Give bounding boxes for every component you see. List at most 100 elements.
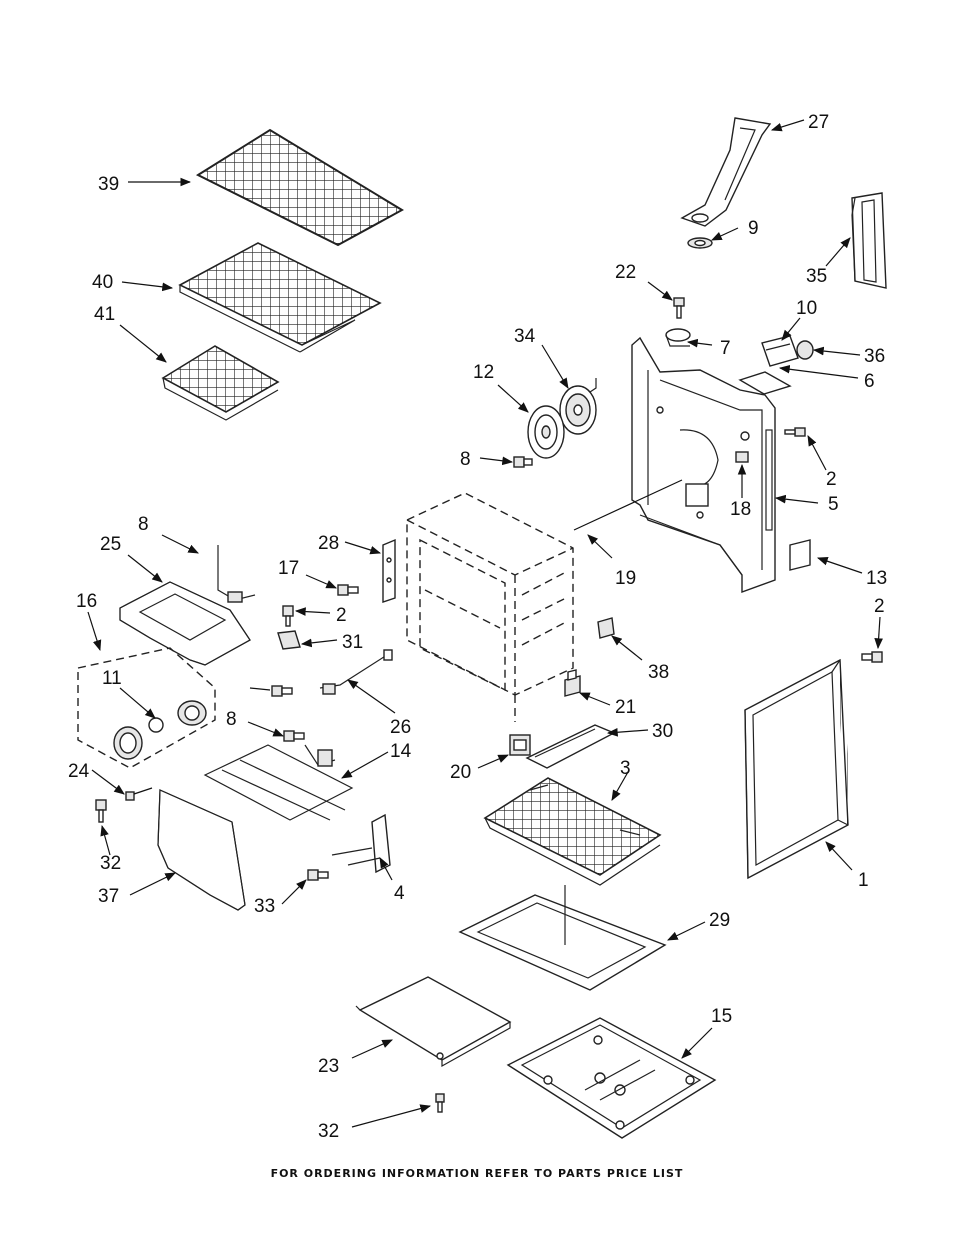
callout-34: 34 xyxy=(514,326,536,347)
leader-24 xyxy=(91,769,125,795)
broiler-rack-part xyxy=(483,777,662,886)
callout-31: 31 xyxy=(342,632,363,653)
leader-4 xyxy=(379,857,393,881)
oven-rack-part xyxy=(195,128,405,247)
clip-part xyxy=(597,617,615,639)
screw-part xyxy=(513,456,533,468)
callout-9: 9 xyxy=(748,218,759,239)
hinge-bracket-part xyxy=(382,538,396,603)
leader-19 xyxy=(587,534,613,559)
door-frame-part xyxy=(744,658,851,880)
callout-2a: 2 xyxy=(826,469,837,490)
leader-26 xyxy=(347,679,396,714)
broil-rack-part xyxy=(178,242,382,353)
callout-11: 11 xyxy=(102,668,122,689)
bracket-part xyxy=(789,539,811,571)
side-trim-part xyxy=(851,192,887,289)
leader-21 xyxy=(578,692,611,706)
burner-part xyxy=(525,724,616,769)
switch-assembly-part xyxy=(738,335,814,395)
leader-31 xyxy=(300,638,338,648)
leader-36 xyxy=(812,346,861,356)
screw-part xyxy=(861,651,883,663)
callout-4: 4 xyxy=(394,883,405,904)
leader-10 xyxy=(781,317,801,341)
screw-part xyxy=(95,799,107,823)
callout-8a: 8 xyxy=(460,449,471,470)
screw-part xyxy=(435,1093,445,1113)
light-kit-group xyxy=(77,647,216,769)
leader-41 xyxy=(119,324,167,363)
callout-7: 7 xyxy=(720,338,731,359)
leader-38 xyxy=(611,635,643,661)
leader-25 xyxy=(127,554,163,583)
leader-8-low xyxy=(249,687,271,691)
leader-8-top xyxy=(479,456,514,466)
screw-part xyxy=(283,730,305,742)
leader-40 xyxy=(121,281,174,292)
callout-30: 30 xyxy=(652,721,673,742)
leader-11 xyxy=(119,687,156,719)
callout-8c: 8 xyxy=(226,709,237,730)
callout-13: 13 xyxy=(866,568,887,589)
callout-38: 38 xyxy=(648,662,669,683)
callout-25: 25 xyxy=(100,534,121,555)
small-rack-part xyxy=(161,345,280,421)
callout-41: 41 xyxy=(94,304,115,325)
leader-14 xyxy=(341,751,389,779)
callout-1: 1 xyxy=(858,870,869,891)
leader-12 xyxy=(497,384,529,413)
igniter-bracket-part xyxy=(331,813,391,874)
callout-14: 14 xyxy=(390,741,412,762)
leader-34 xyxy=(541,344,569,389)
callout-12: 12 xyxy=(473,362,494,383)
leader-1 xyxy=(825,841,853,871)
callout-labels: 27 39 9 35 22 40 10 41 34 7 36 6 12 8 2 … xyxy=(68,112,887,1142)
callout-19: 19 xyxy=(615,568,636,589)
callout-36: 36 xyxy=(864,346,885,367)
callout-32a: 32 xyxy=(100,853,121,874)
door-gasket-part xyxy=(157,789,246,911)
callout-6: 6 xyxy=(864,371,875,392)
leader-19-link xyxy=(573,479,683,531)
callout-32b: 32 xyxy=(318,1121,339,1142)
screw-part xyxy=(337,584,359,596)
callout-39: 39 xyxy=(98,174,119,195)
callout-35: 35 xyxy=(806,266,827,287)
leader-35 xyxy=(825,237,851,267)
leader-lines xyxy=(87,119,883,1128)
callout-8b: 8 xyxy=(138,514,149,535)
callout-23: 23 xyxy=(318,1056,339,1077)
leader-13 xyxy=(816,557,863,574)
screw-part xyxy=(784,427,806,437)
leader-27 xyxy=(770,119,805,132)
broiler-pan-part xyxy=(458,885,667,991)
oven-cavity-part xyxy=(406,492,574,722)
callout-33: 33 xyxy=(254,896,275,917)
screw-part xyxy=(125,791,135,801)
leader-8-mid xyxy=(247,721,285,737)
leader-9 xyxy=(711,227,739,241)
screw-part xyxy=(282,605,294,627)
leader-33 xyxy=(281,879,307,905)
broil-element-part xyxy=(119,545,256,666)
clip-part xyxy=(277,630,301,650)
leader-24-link xyxy=(133,787,153,795)
callout-18: 18 xyxy=(730,499,751,520)
leader-2-right xyxy=(874,616,883,650)
callout-20: 20 xyxy=(450,762,471,783)
leader-30 xyxy=(606,727,649,737)
leader-32-left xyxy=(100,824,111,856)
leader-8-left xyxy=(161,534,199,554)
leader-6 xyxy=(778,364,859,379)
handle-bracket-part xyxy=(680,117,772,227)
leader-3 xyxy=(611,771,629,801)
convection-fan-part xyxy=(559,378,597,435)
callout-40: 40 xyxy=(92,272,113,293)
leveling-foot-part xyxy=(687,237,713,249)
callout-29: 29 xyxy=(709,910,730,931)
screw-part xyxy=(271,685,293,697)
temperature-sensor-part xyxy=(319,649,393,695)
leader-29 xyxy=(667,921,706,941)
